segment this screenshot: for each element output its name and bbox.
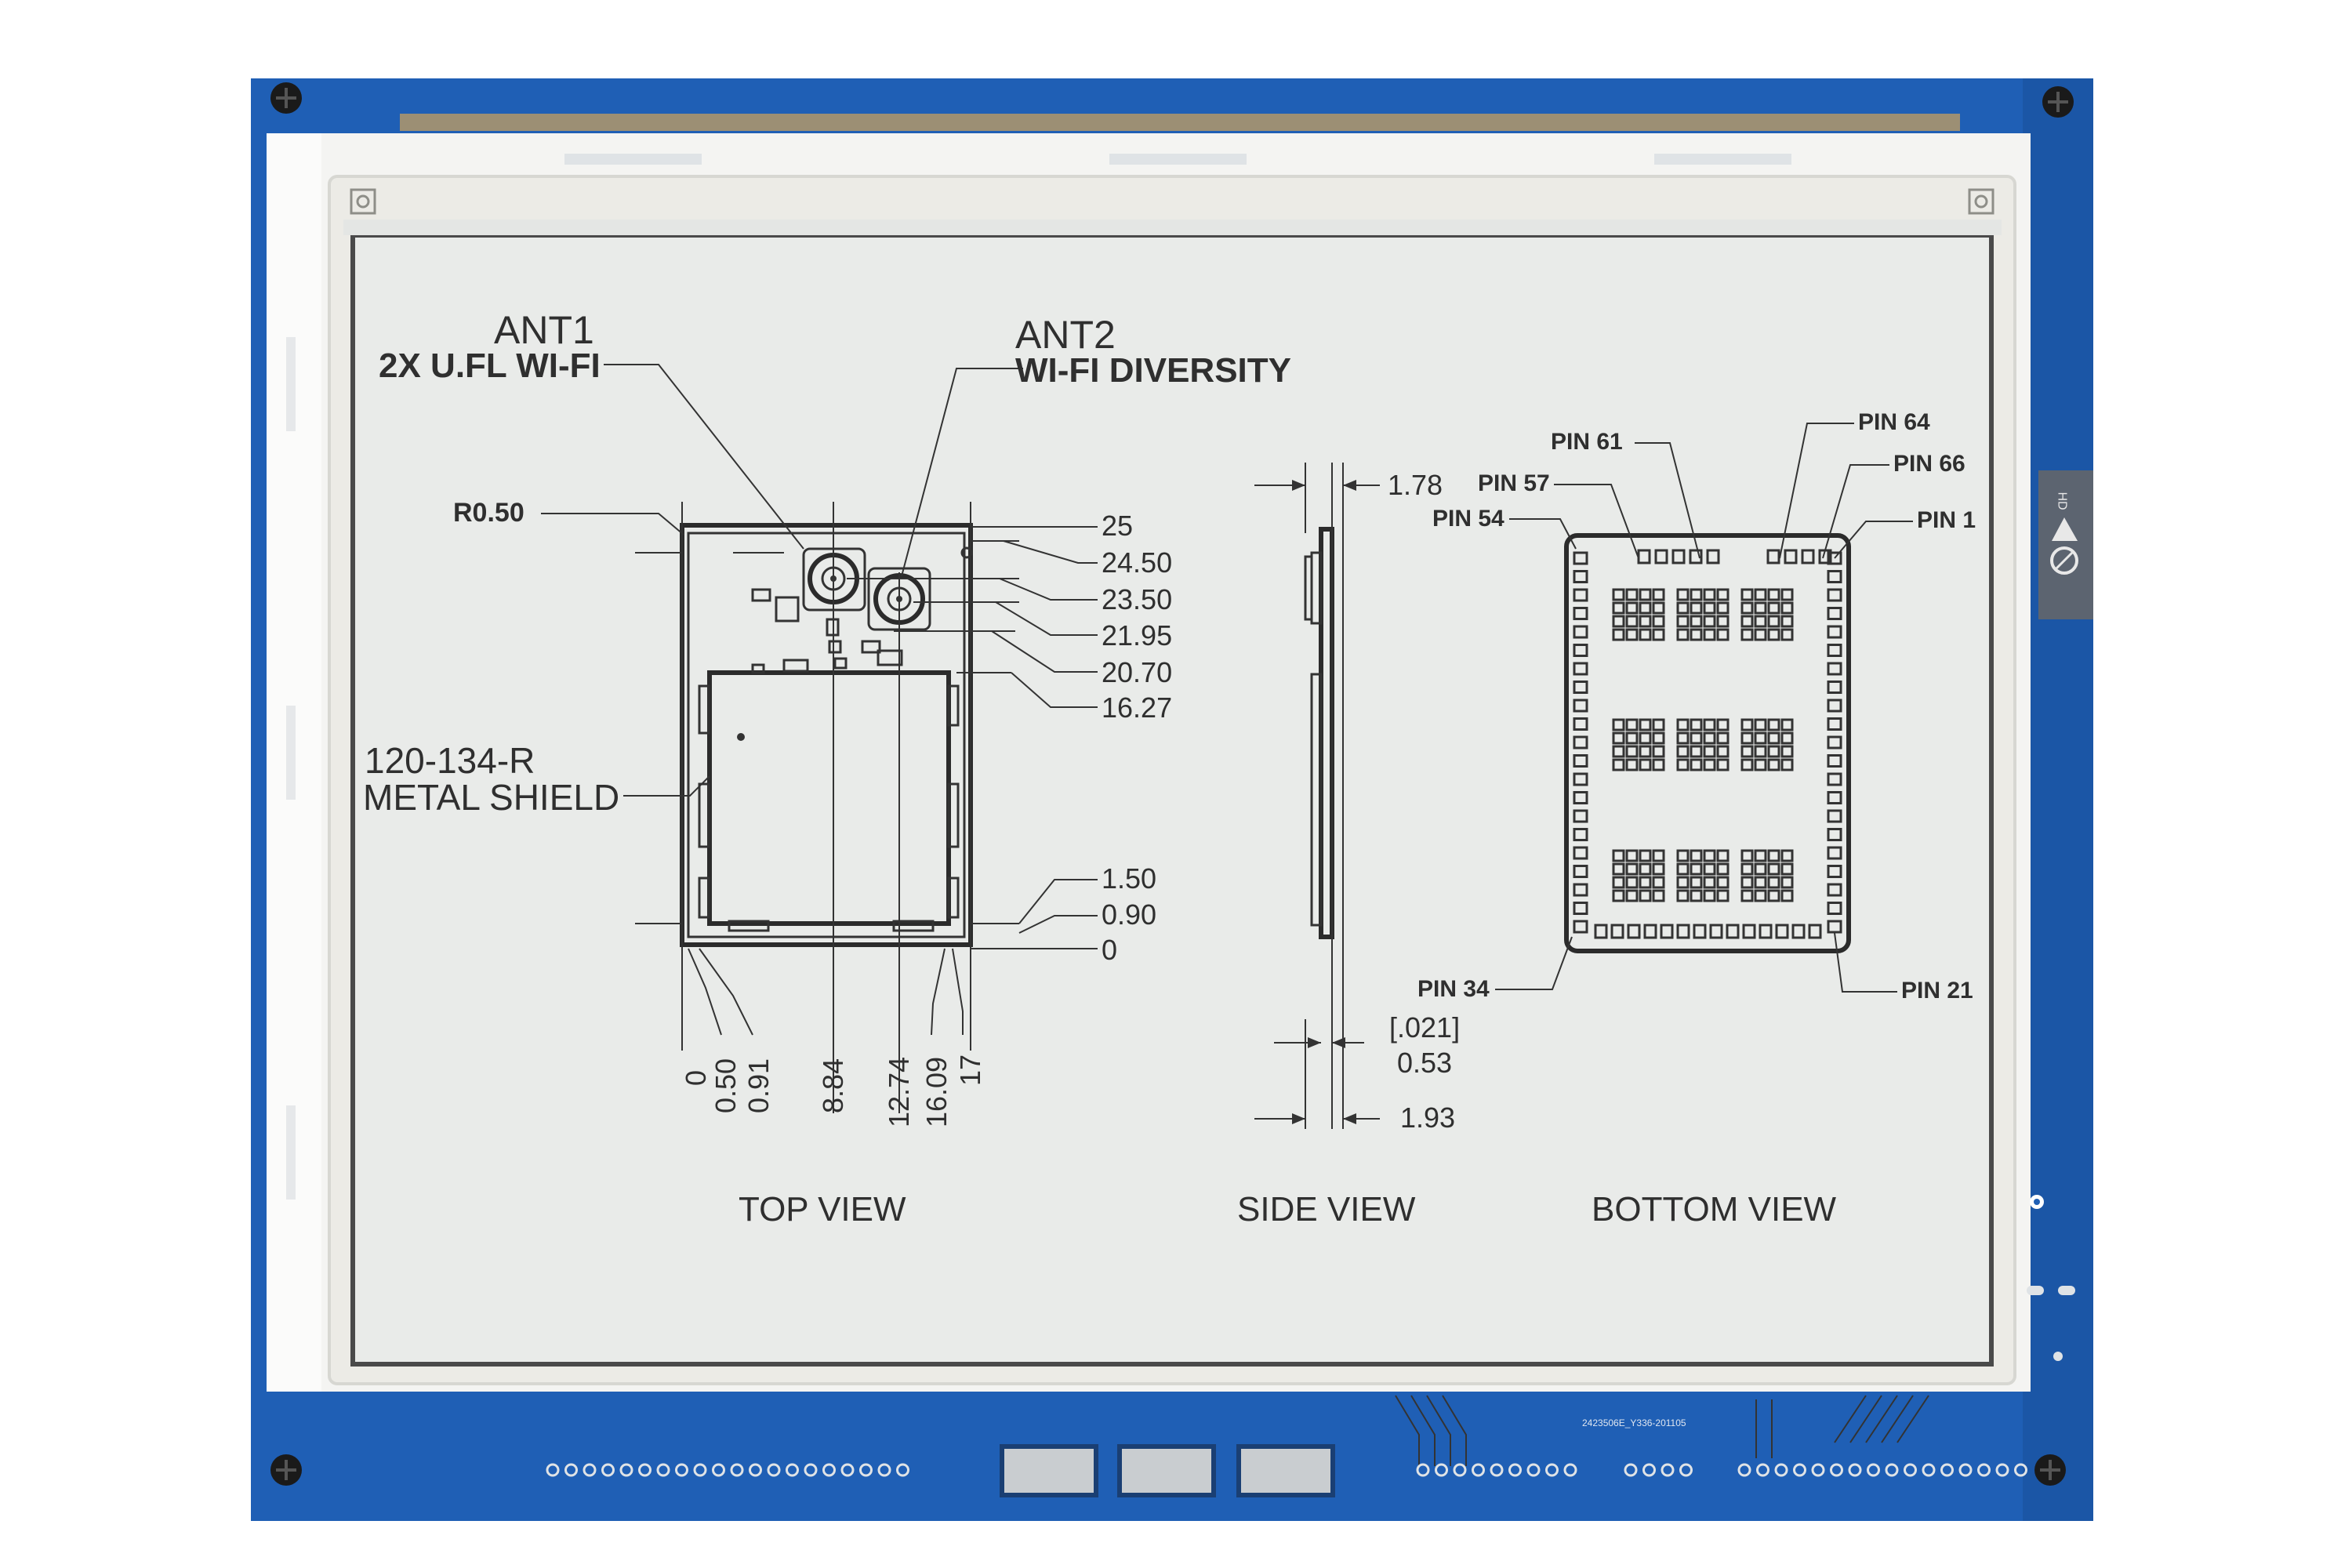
pin-34-label: PIN 34: [1417, 976, 1490, 1002]
ant1-subtitle: 2X U.FL WI-FI: [379, 347, 601, 385]
dim-right-20-70: 20.70: [1102, 656, 1173, 688]
pin-54-label: PIN 54: [1432, 506, 1504, 532]
flex-connector-strip: [400, 114, 1960, 131]
radius-label: R0.50: [453, 498, 524, 528]
ant2-subtitle: WI-FI DIVERSITY: [1015, 351, 1291, 390]
dim-bottom-17: 17: [954, 1054, 986, 1087]
dim-right-16-27: 16.27: [1102, 691, 1173, 724]
pb-free-icon: [2050, 546, 2078, 575]
dim-bottom-16-09: 16.09: [920, 1056, 953, 1128]
pcb-edge-shade: [2023, 78, 2093, 1521]
pin-21-label: PIN 21: [1901, 978, 1973, 1004]
dim-right-0: 0: [1102, 934, 1118, 966]
pin-57-label: PIN 57: [1478, 470, 1550, 496]
side-connector-chip: [2038, 470, 2093, 619]
esd-warning-icon: [2052, 517, 2078, 541]
side-view-drawing: [1254, 463, 1380, 1129]
dim-bottom-8-84: 8.84: [817, 1058, 849, 1114]
side-dim-1-93: 1.93: [1400, 1102, 1456, 1134]
via-rows: [546, 1463, 2027, 1477]
dim-right-23-50: 23.50: [1102, 583, 1173, 615]
screw-icon: [270, 1454, 302, 1486]
ant2-title: ANT2: [1015, 313, 1116, 357]
pin-66-label: PIN 66: [1893, 451, 1965, 477]
side-dim-1-78: 1.78: [1388, 469, 1443, 501]
ant1-title: ANT1: [494, 308, 594, 352]
screw-icon: [2042, 86, 2074, 118]
hd-mark: HD: [2055, 492, 2069, 510]
shield-part-number: 120-134-R: [365, 740, 535, 781]
screw-icon: [270, 82, 302, 114]
test-pad: [1117, 1444, 1216, 1497]
pin-61-label: PIN 61: [1551, 429, 1623, 455]
shield-name: METAL SHIELD: [363, 777, 620, 818]
screw-icon: [2034, 1454, 2066, 1486]
dim-right-25: 25: [1102, 510, 1134, 542]
test-pad: [1000, 1444, 1098, 1497]
dim-bottom-0: 0: [680, 1069, 712, 1087]
pcb-silk-code: 2423506E_Y336-201105: [1582, 1417, 1686, 1428]
dim-bottom-0-91: 0.91: [742, 1058, 775, 1114]
dim-bottom-0-50: 0.50: [710, 1058, 742, 1114]
dim-right-24-50: 24.50: [1102, 546, 1173, 579]
pin-1-label: PIN 1: [1917, 507, 1976, 533]
epaper-active-area: [350, 233, 1994, 1367]
pin-64-label: PIN 64: [1858, 409, 1930, 435]
dim-right-1-50: 1.50: [1102, 862, 1157, 895]
dim-right-21-95: 21.95: [1102, 619, 1173, 652]
test-pad: [1236, 1444, 1335, 1497]
dim-bottom-12-74: 12.74: [883, 1056, 915, 1128]
dim-right-0-90: 0.90: [1102, 898, 1157, 931]
side-view-caption: SIDE VIEW: [1237, 1190, 1416, 1229]
top-view-drawing: [541, 364, 1098, 1113]
side-dim-bracket: [.021]: [1389, 1011, 1461, 1044]
top-view-caption: TOP VIEW: [739, 1190, 906, 1229]
bottom-view-caption: BOTTOM VIEW: [1592, 1190, 1837, 1229]
bottom-view-drawing: [1495, 423, 1913, 993]
side-dim-0-53: 0.53: [1397, 1047, 1453, 1079]
